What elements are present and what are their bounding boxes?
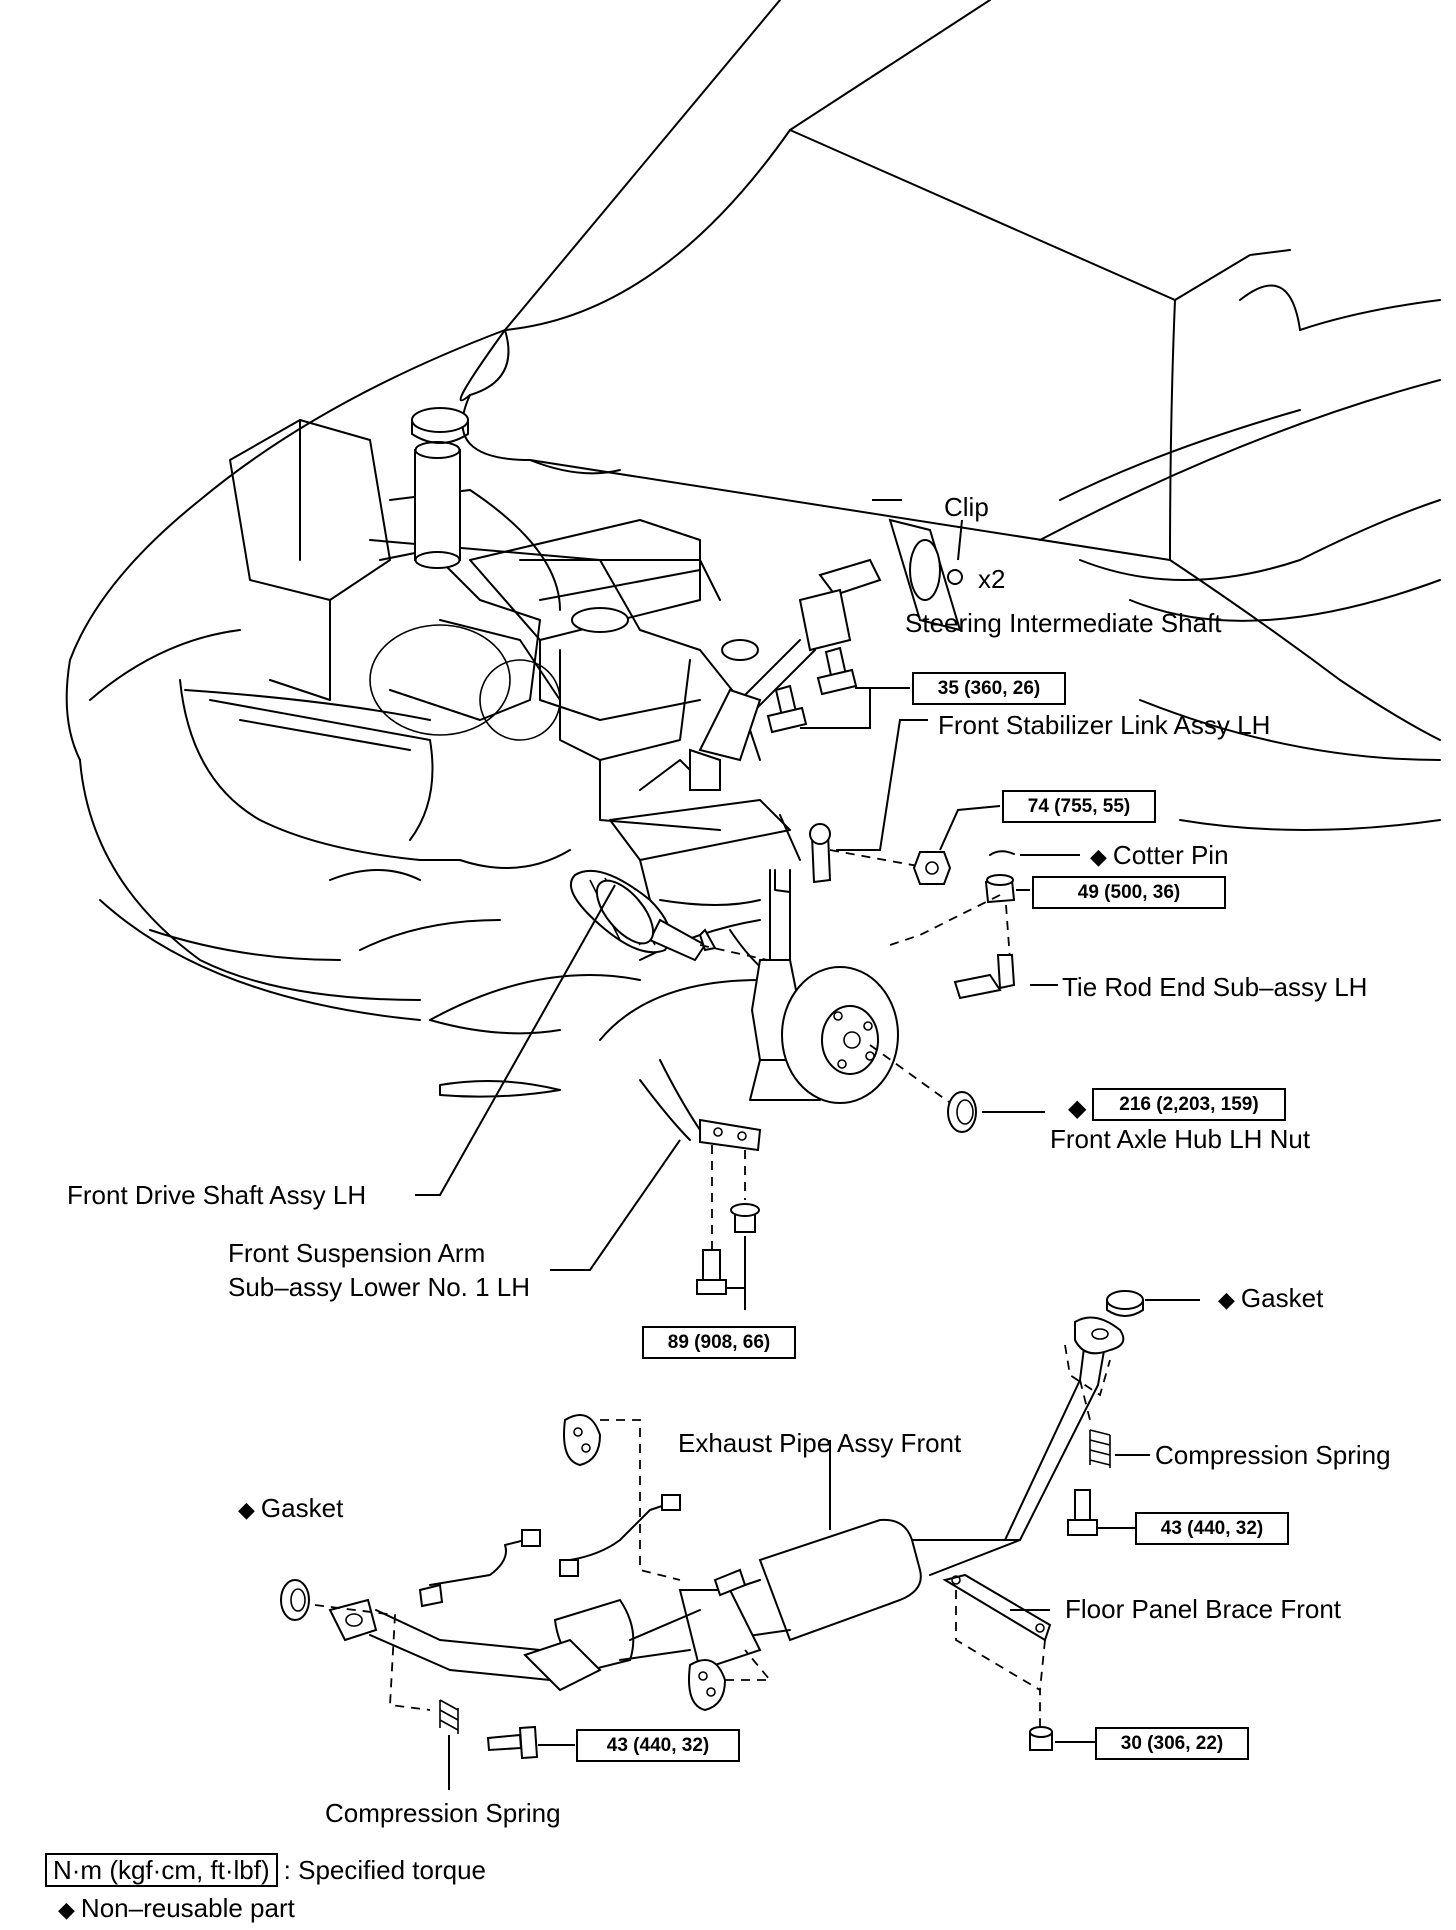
tie-rod-label: Tie Rod End Sub–assy LH	[1062, 972, 1368, 1002]
bolts-89	[696, 1203, 760, 1295]
torque-43-right: 43 (440, 32)	[1135, 1512, 1289, 1545]
t89-leader	[726, 1236, 746, 1310]
nonreusable-icon: ◆	[1218, 1287, 1235, 1312]
exhaust-pipe-assy	[328, 1316, 1125, 1692]
hanger-upper	[563, 1414, 602, 1467]
floor-brace-part	[942, 1573, 1052, 1642]
clip-part	[947, 569, 963, 585]
torque-43-bottom: 43 (440, 32)	[576, 1729, 740, 1762]
legend-torque: N·m (kgf·cm, ft·lbf): Specified torque	[45, 1853, 486, 1887]
gasket-left-label: ◆Gasket	[238, 1493, 343, 1525]
suspension-arm-bracket	[639, 1059, 762, 1152]
torque-30: 30 (306, 22)	[1095, 1727, 1249, 1760]
castle-nut-49	[984, 874, 1016, 904]
clip-label: Clip	[944, 492, 989, 522]
legend-nonreusable: ◆Non–reusable part	[58, 1893, 295, 1925]
comp-spring-right-part	[1089, 1429, 1111, 1468]
gasket-right-label: ◆Gasket	[1218, 1283, 1323, 1315]
brace-dash	[955, 1590, 1046, 1735]
cotter-pin-text: Cotter Pin	[1112, 840, 1229, 870]
torque-89: 89 (908, 66)	[642, 1326, 796, 1359]
t35-leader	[800, 687, 910, 729]
hanger-lower	[688, 1659, 727, 1712]
hanger-lower-dash	[725, 1649, 772, 1681]
legend-nonreusable-desc: Non–reusable part	[80, 1893, 295, 1923]
steering-intermediate-shaft-drawing	[689, 518, 962, 791]
steering-shaft-label: Steering Intermediate Shaft	[905, 608, 1222, 638]
stabilizer-leader	[836, 719, 928, 851]
stabilizer-dash	[829, 849, 941, 871]
comp-spring-bottom-label: Compression Spring	[325, 1798, 561, 1828]
spring-dash	[1079, 1379, 1091, 1421]
stabilizer-link-label: Front Stabilizer Link Assy LH	[938, 710, 1271, 740]
clip-leader	[957, 519, 963, 561]
driveshaft-leader	[415, 884, 616, 1196]
nut-74	[912, 851, 952, 885]
drive-shaft	[570, 869, 717, 962]
bolt-43-bottom	[486, 1725, 539, 1760]
gasket-left-text: Gasket	[260, 1493, 344, 1523]
axle-nut-label: Front Axle Hub LH Nut	[1050, 1124, 1311, 1154]
cotter-pin-part	[989, 850, 1015, 856]
tie-rod-end	[953, 954, 1016, 1000]
susp-arm-label-2: Sub–assy Lower No. 1 LH	[228, 1272, 531, 1302]
gasket-left-part	[280, 1579, 310, 1621]
castle-dash	[889, 894, 1001, 946]
gasket-dash	[1064, 1344, 1111, 1397]
gasket-right-part	[1106, 1290, 1144, 1317]
susp-dash	[711, 1145, 746, 1250]
hanger-upper-dash	[600, 1419, 681, 1581]
nut-30	[1029, 1726, 1053, 1751]
legend-unit-desc: : Specified torque	[283, 1855, 487, 1885]
bolt-43-right	[1067, 1489, 1098, 1536]
nonreusable-icon: ◆	[58, 1897, 75, 1922]
torque-35: 35 (360, 26)	[912, 672, 1066, 705]
clip-qty-label: x2	[978, 564, 1006, 594]
gasket-left-dash	[314, 1604, 431, 1711]
axle-hub-nut	[947, 1091, 977, 1133]
drive-shaft-label: Front Drive Shaft Assy LH	[67, 1180, 367, 1210]
nonreusable-icon: ◆	[1090, 844, 1107, 869]
torque-74: 74 (755, 55)	[1002, 790, 1156, 823]
t74-leader	[939, 805, 1001, 851]
car-body-outline	[65, 0, 1441, 1098]
bolts-35	[766, 646, 858, 734]
torque-216: 216 (2,203, 159)	[1092, 1088, 1286, 1121]
gasket-right-text: Gasket	[1240, 1283, 1324, 1313]
cotter-pin-label: ◆Cotter Pin	[1090, 840, 1229, 872]
susp-arm-leader	[550, 1139, 681, 1271]
stabilizer-link	[774, 823, 832, 893]
comp-spring-bottom-part	[439, 1699, 459, 1734]
axle-nut-diamond: ◆	[1068, 1095, 1087, 1122]
comp-spring-right-label: Compression Spring	[1155, 1440, 1391, 1470]
axlenut-dash	[869, 1044, 961, 1111]
nonreusable-icon: ◆	[238, 1497, 255, 1522]
floor-brace-label: Floor Panel Brace Front	[1065, 1594, 1342, 1624]
tierod-dash	[1005, 904, 1011, 961]
susp-arm-label-1: Front Suspension Arm	[228, 1238, 486, 1268]
exhaust-pipe-label: Exhaust Pipe Assy Front	[678, 1428, 962, 1458]
knuckle-hub	[749, 869, 899, 1104]
torque-49: 49 (500, 36)	[1032, 876, 1226, 909]
legend-unit-box: N·m (kgf·cm, ft·lbf)	[45, 1853, 278, 1887]
